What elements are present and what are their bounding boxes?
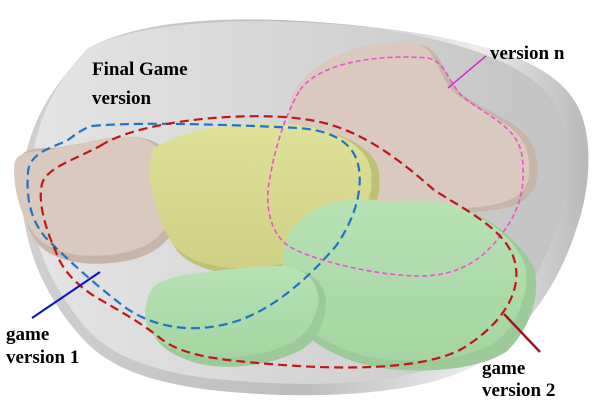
label-final-game-line1: Final Game [92,59,188,80]
pointer-version-1 [31,271,101,319]
green-region-small [145,266,327,367]
pointer-version-2 [503,313,541,353]
version-2-outline [39,115,518,369]
version-1-outline [26,122,361,330]
green-region-large [282,199,537,371]
label-final-game-version: Final Game version [92,59,192,109]
green-small-top [145,266,319,359]
label-game-version-1-line2: version 1 [6,347,79,368]
label-game-version-2-line2: version 2 [482,380,555,401]
label-game-version-1-line1: game [6,324,49,345]
label-game-version-2: game version 2 [482,358,555,401]
label-game-version-2-line1: game [482,358,525,379]
label-version-n: version n [490,43,565,64]
pointer-version-n [447,55,487,89]
beige-region-left [14,136,181,264]
green-large-top [282,199,527,361]
label-final-game-line2: version [92,88,152,109]
label-game-version-1: game version 1 [6,324,79,368]
beige-left-top [14,136,174,256]
